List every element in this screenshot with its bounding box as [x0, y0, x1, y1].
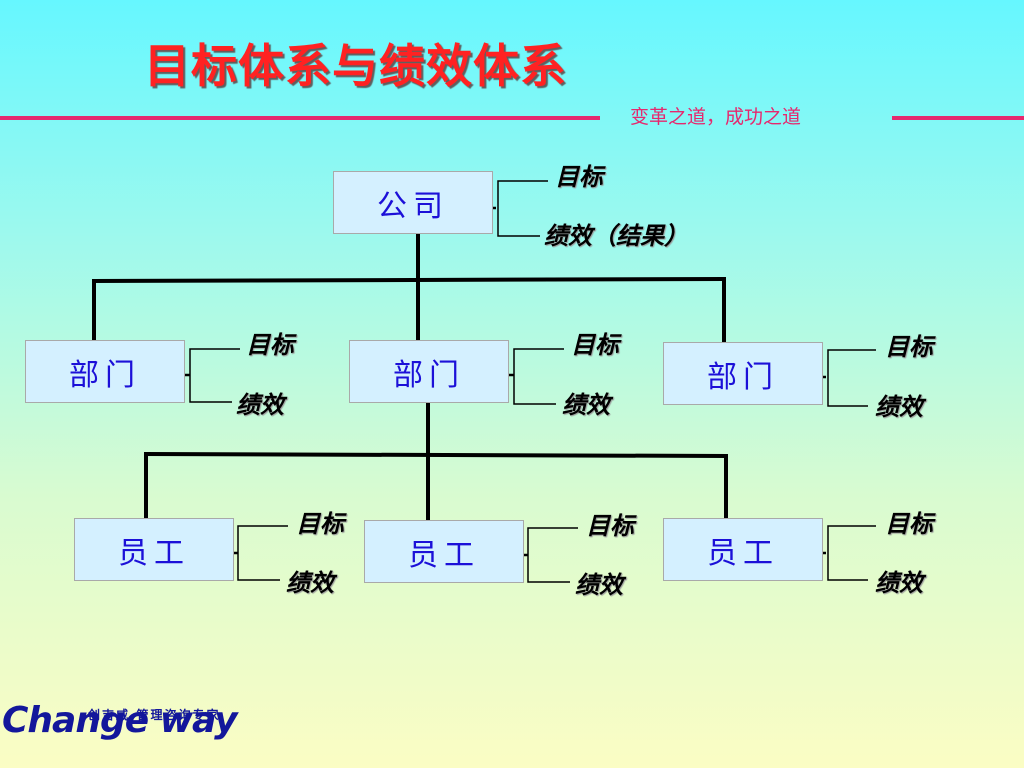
department-box: 部门 — [663, 342, 823, 405]
department-box: 部门 — [25, 340, 185, 403]
department-performance-label: 绩效 — [875, 392, 923, 421]
company-box: 公司 — [333, 171, 493, 234]
logo-tagline: 创吉威.管理咨询专家 — [88, 708, 221, 722]
department-target-label: 目标 — [885, 332, 933, 361]
company-target-label: 目标 — [555, 162, 603, 191]
employee-box: 员工 — [663, 518, 823, 581]
employee-performance-label: 绩效 — [575, 570, 623, 599]
employee-performance-label: 绩效 — [286, 568, 334, 597]
employee-target-label: 目标 — [296, 509, 344, 538]
logo-brand: Change way — [2, 700, 238, 741]
employee-target-label: 目标 — [586, 511, 634, 540]
company-performance-label: 绩效（结果） — [544, 221, 688, 250]
header-rule-left — [0, 116, 600, 120]
page-title: 目标体系与绩效体系 — [144, 39, 567, 93]
department-target-label: 目标 — [246, 330, 294, 359]
employee-performance-label: 绩效 — [875, 568, 923, 597]
employee-box: 员工 — [74, 518, 234, 581]
header-rule-right — [892, 116, 1024, 120]
employee-box: 员工 — [364, 520, 524, 583]
department-target-label: 目标 — [571, 330, 619, 359]
department-box: 部门 — [349, 340, 509, 403]
department-performance-label: 绩效 — [562, 390, 610, 419]
employee-target-label: 目标 — [885, 509, 933, 538]
department-performance-label: 绩效 — [236, 390, 284, 419]
slogan: 变革之道，成功之道 — [630, 106, 802, 128]
